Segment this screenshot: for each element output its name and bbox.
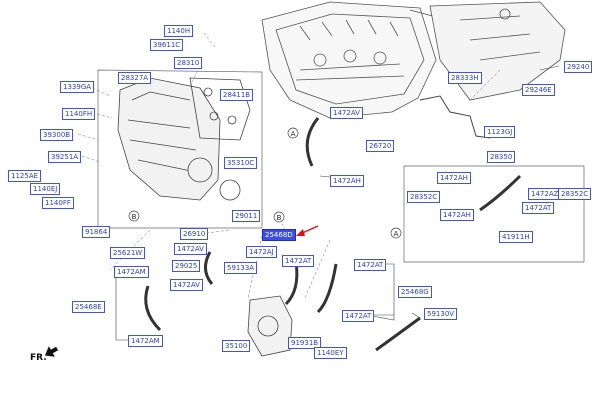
label-59130v[interactable]: 59130V [424, 308, 458, 320]
label-1339ga[interactable]: 1339GA [60, 81, 95, 93]
manifold-box [97, 69, 263, 229]
marker-b2: B [132, 213, 137, 221]
marker-a1: A [291, 130, 296, 138]
marker-a2: A [394, 230, 399, 238]
label-28327a[interactable]: 28327A [118, 72, 152, 84]
intake-manifold-drawing [117, 77, 241, 201]
label-26720[interactable]: 26720 [366, 140, 395, 152]
front-arrow-icon [44, 346, 59, 357]
label-28411b[interactable]: 28411B [220, 89, 254, 101]
label-28310[interactable]: 28310 [174, 57, 203, 69]
label-1472av-mid[interactable]: 1472AV [174, 243, 207, 255]
label-28352c-right[interactable]: 28352C [558, 188, 592, 200]
label-25468e[interactable]: 25468E [72, 301, 105, 313]
label-41911h[interactable]: 41911H [499, 231, 533, 243]
label-1140ej[interactable]: 1140EJ [30, 183, 61, 195]
label-1472av-low[interactable]: 1472AV [170, 279, 203, 291]
label-1472at-low[interactable]: 1472AT [342, 310, 375, 322]
label-91864[interactable]: 91864 [82, 226, 111, 238]
detail-box [403, 165, 585, 263]
label-1472am-low[interactable]: 1472AM [128, 335, 163, 347]
label-35310c[interactable]: 35310C [224, 157, 258, 169]
label-91931b[interactable]: 91931B [288, 337, 322, 349]
label-35100[interactable]: 35100 [222, 340, 251, 352]
label-1472aj[interactable]: 1472AJ [246, 246, 277, 258]
label-1472ah-detail-1[interactable]: 1472AH [437, 172, 471, 184]
front-direction-label: FR. [30, 353, 47, 363]
label-39611c[interactable]: 39611C [150, 39, 184, 51]
label-1472at-mid[interactable]: 1472AT [282, 255, 315, 267]
label-26910[interactable]: 26910 [180, 228, 209, 240]
label-1123gj[interactable]: 1123GJ [484, 126, 516, 138]
label-29240[interactable]: 29240 [564, 61, 593, 73]
label-1472az[interactable]: 1472AZ [528, 188, 562, 200]
label-25468g[interactable]: 25468G [398, 286, 432, 298]
label-29025[interactable]: 29025 [172, 260, 201, 272]
label-28350[interactable]: 28350 [487, 151, 516, 163]
red-arrow [296, 225, 319, 236]
label-1472am-top[interactable]: 1472AM [114, 266, 149, 278]
marker-b1: B [277, 214, 282, 222]
label-1125ae[interactable]: 1125AE [8, 170, 42, 182]
label-1472ah-detail-2[interactable]: 1472AH [440, 209, 474, 221]
label-25621w[interactable]: 25621W [110, 247, 146, 259]
label-39300b[interactable]: 39300B [40, 129, 74, 141]
reference-markers [128, 127, 402, 239]
label-28333h[interactable]: 28333H [448, 72, 482, 84]
label-1472av-top[interactable]: 1472AV [330, 107, 363, 119]
label-1472at-detail[interactable]: 1472AT [522, 202, 555, 214]
label-39251a[interactable]: 39251A [48, 151, 82, 163]
label-1140ey[interactable]: 1140EY [314, 347, 347, 359]
throttle-body-drawing [247, 295, 293, 357]
label-25468d-highlighted[interactable]: 25468D [262, 229, 296, 241]
label-1472at-right[interactable]: 1472AT [354, 259, 387, 271]
label-29011[interactable]: 29011 [232, 210, 261, 222]
label-1140ff[interactable]: 1140FF [42, 197, 74, 209]
label-1472ah-top[interactable]: 1472AH [330, 175, 364, 187]
label-59133a[interactable]: 59133A [224, 262, 258, 274]
engine-block-drawing [261, 1, 447, 119]
label-1140fh[interactable]: 1140FH [62, 108, 96, 120]
bracket-drawing [419, 95, 491, 139]
label-28352c-left[interactable]: 28352C [407, 191, 441, 203]
hose-drawings [144, 117, 522, 352]
label-1140h[interactable]: 1140H [164, 25, 194, 37]
label-29246e[interactable]: 29246E [522, 84, 555, 96]
